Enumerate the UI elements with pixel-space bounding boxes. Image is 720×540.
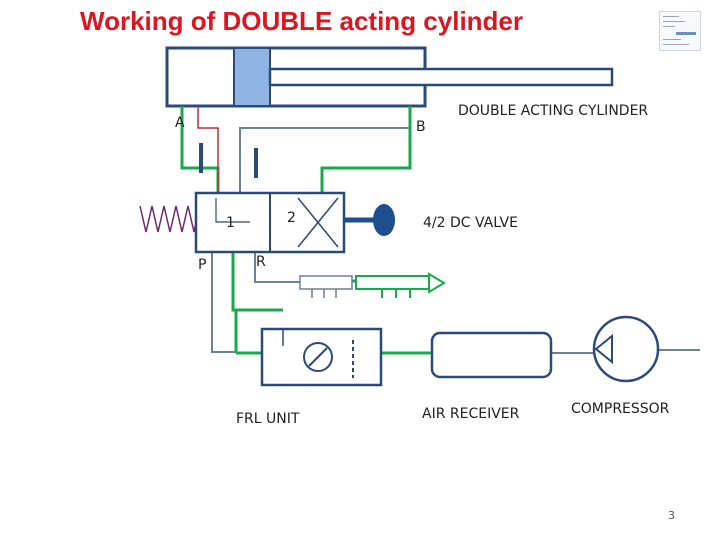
cylinder-piston (233, 47, 271, 107)
line-r-exhaust (254, 252, 300, 283)
piston-rod (268, 67, 614, 87)
exhaust-lines (211, 127, 700, 354)
page-number: 3 (668, 509, 675, 522)
silencer-icon (355, 272, 446, 298)
slide-thumbnail (659, 11, 701, 51)
compressor-label: COMPRESSOR (571, 401, 670, 417)
port-r-label: R (256, 254, 266, 270)
air-receiver (430, 331, 553, 379)
valve-port-1-label: 1 (226, 215, 235, 231)
receiver-label: AIR RECEIVER (422, 406, 520, 422)
valve-label: 4/2 DC VALVE (423, 215, 518, 231)
port-p-label: P (198, 257, 207, 273)
compressor-symbol-icon (592, 315, 660, 383)
silencer-icon (299, 275, 353, 298)
spring-icon (139, 205, 197, 233)
frl-label: FRL UNIT (236, 411, 300, 427)
line-p-to-frl (234, 308, 283, 353)
port-a-label: A (175, 115, 185, 131)
directional-control-valve (194, 191, 346, 254)
double-acting-cylinder (165, 46, 614, 108)
port-b-label: B (416, 119, 426, 135)
line-port-b (320, 106, 412, 193)
pilot-line (197, 106, 219, 193)
line-p-supply (211, 252, 236, 353)
cylinder-label: DOUBLE ACTING CYLINDER (458, 103, 649, 119)
page-title: Working of DOUBLE acting cylinder (80, 6, 524, 36)
valve-flow-arrow-2 (297, 197, 339, 248)
valve-flow-path (215, 198, 250, 223)
frl-unit (260, 327, 383, 387)
valve-port-2-label: 2 (287, 210, 296, 226)
line-exhaust-top (239, 127, 410, 193)
pushbutton-icon (344, 204, 395, 236)
